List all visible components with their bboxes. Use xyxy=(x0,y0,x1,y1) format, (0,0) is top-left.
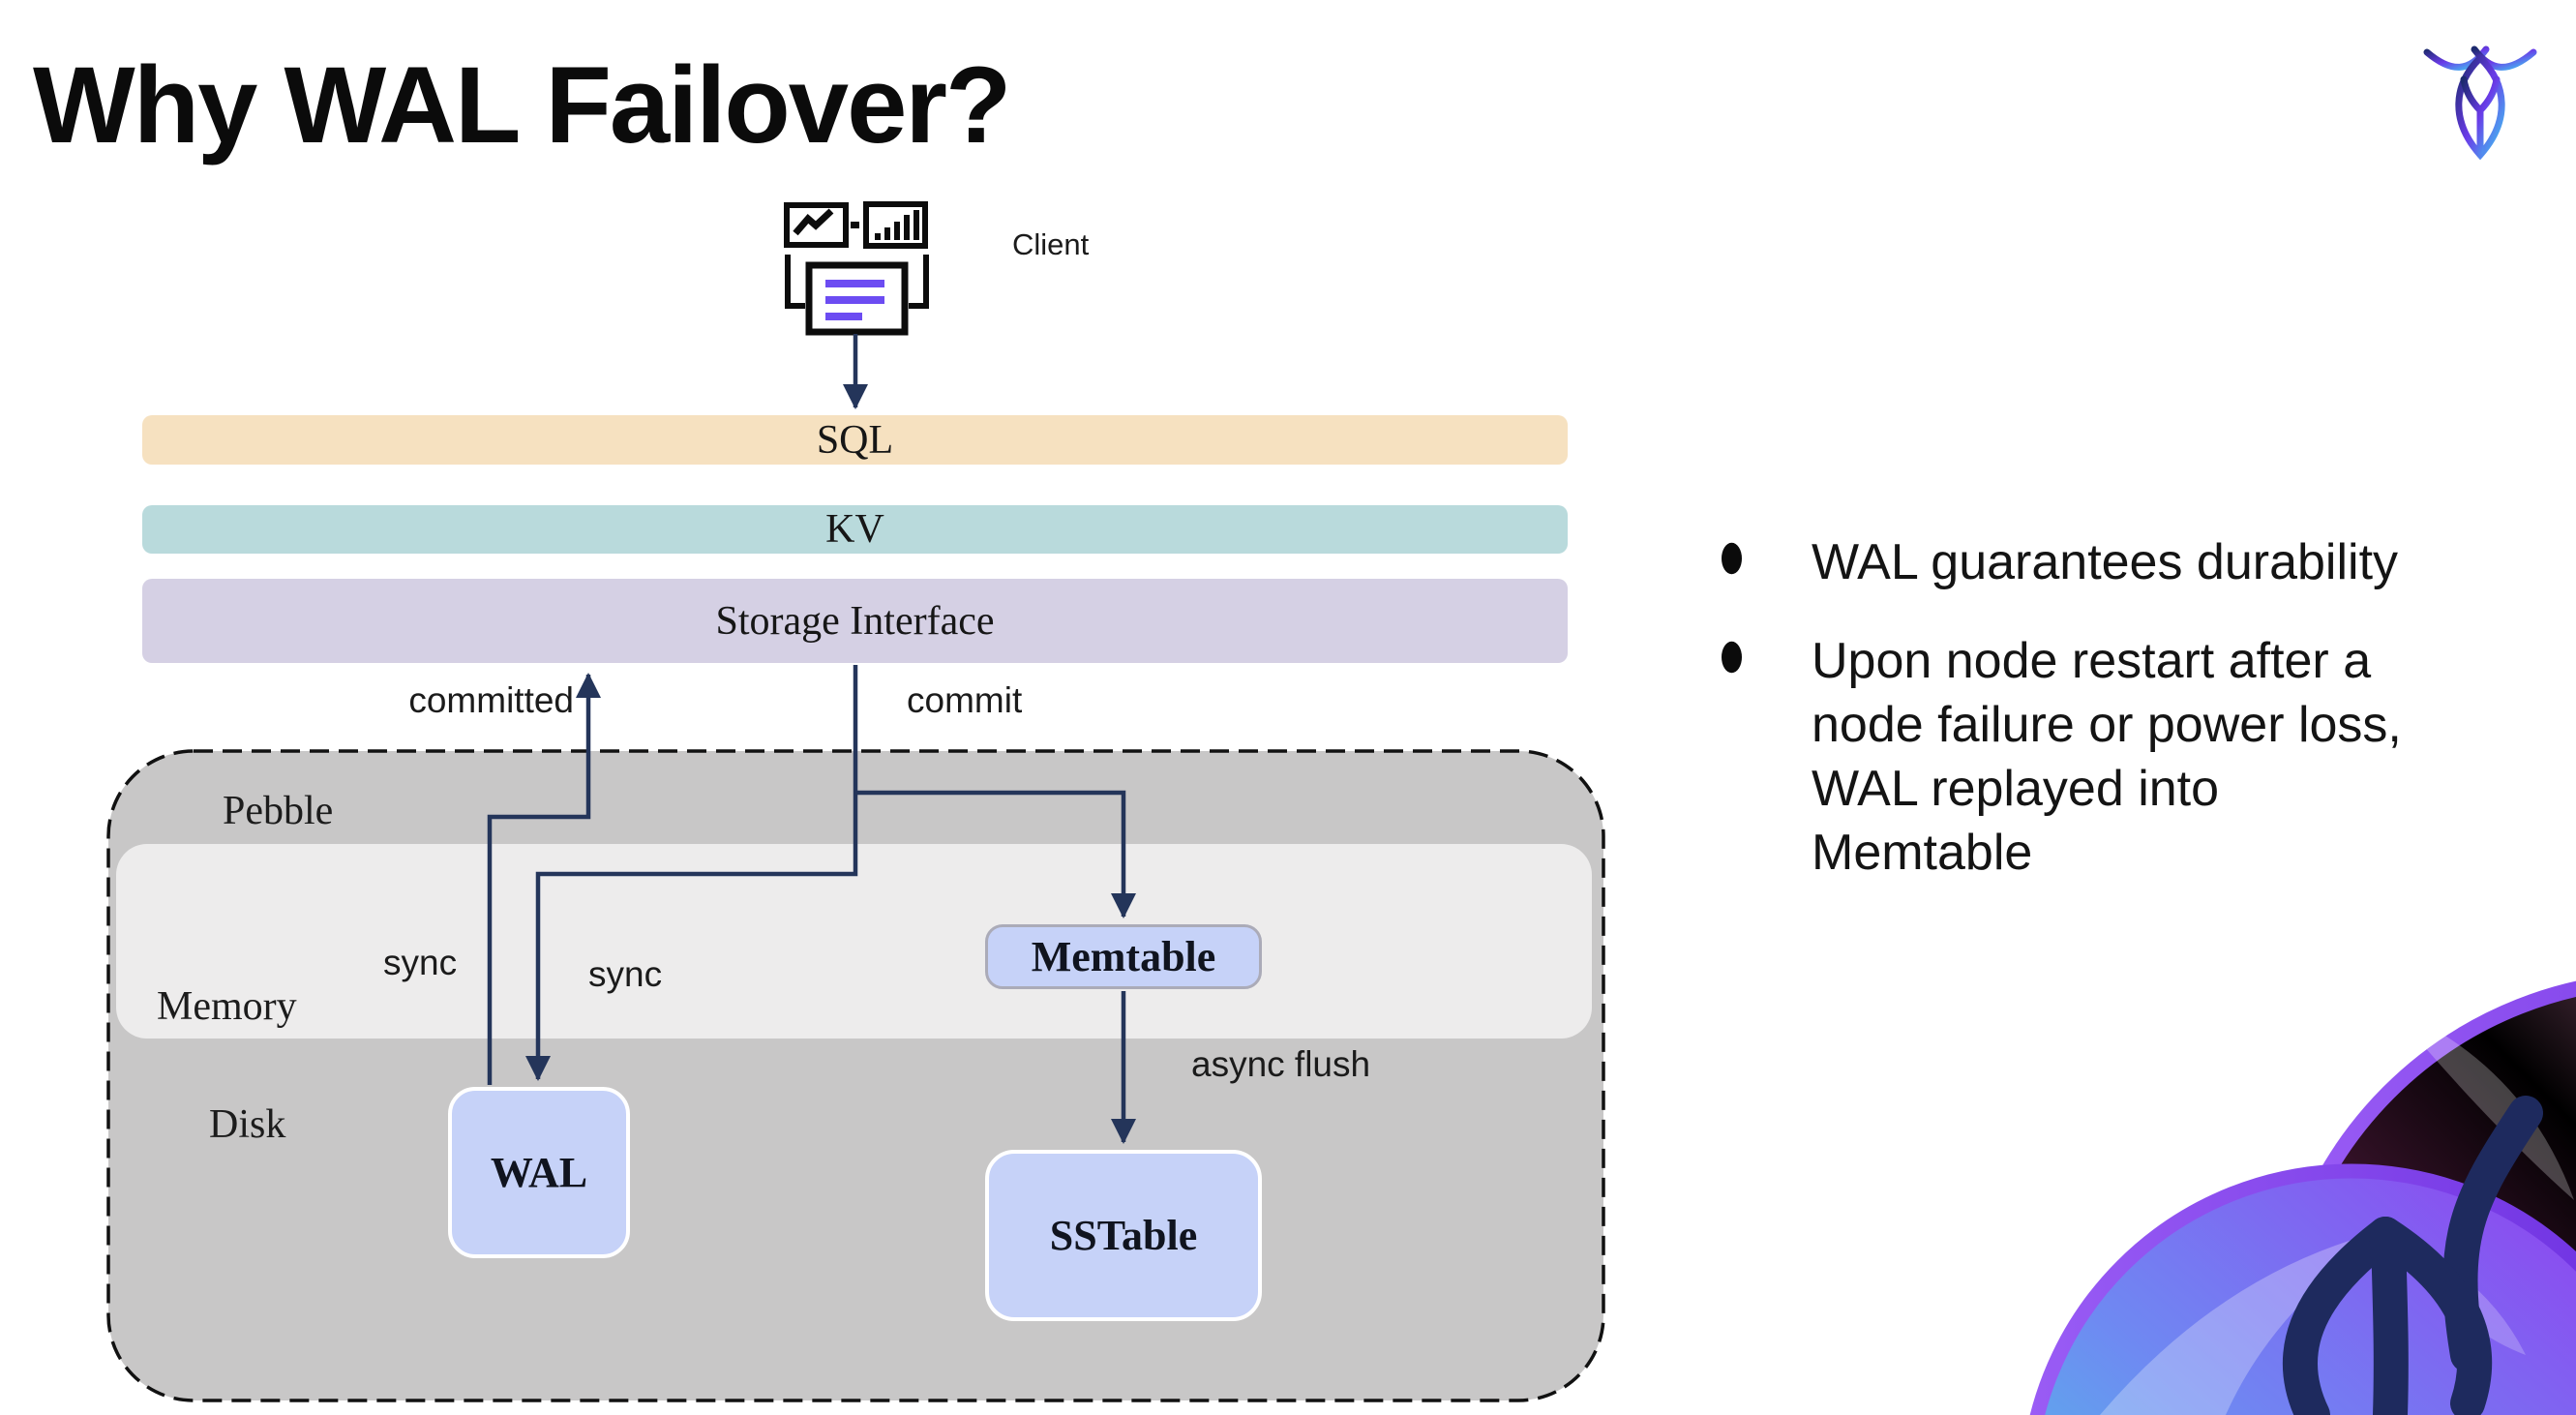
sync-commit-edge-label: sync xyxy=(588,954,663,994)
bullet-text: WAL guarantees durability xyxy=(1812,534,2399,590)
roach-outline xyxy=(2282,1096,2543,1415)
bullet-text: Upon node restart after a node failure o… xyxy=(1812,633,2402,881)
client-icon xyxy=(784,201,929,336)
client-label: Client xyxy=(1012,227,1090,261)
sstable-node: SSTable xyxy=(985,1150,1262,1321)
brand-art xyxy=(2029,980,2576,1415)
committed-edge-label: committed xyxy=(408,680,574,720)
list-item: WAL guarantees durability xyxy=(1703,530,2439,594)
bracket-right-icon xyxy=(909,255,929,309)
memtable-label: Memtable xyxy=(1031,933,1216,980)
wal-label: WAL xyxy=(490,1149,588,1196)
async-flush-edge-label: async flush xyxy=(1191,1044,1371,1084)
sql-layer-bar: SQL xyxy=(142,415,1568,465)
bullet-list: WAL guarantees durability Upon node rest… xyxy=(1703,530,2439,919)
document-icon xyxy=(805,261,909,336)
storage-interface-bar: Storage Interface xyxy=(142,579,1568,663)
page-title: Why WAL Failover? xyxy=(33,45,1011,166)
bullet-dot-icon xyxy=(1722,542,1742,575)
sync-wal-edge-label: sync xyxy=(383,943,458,982)
dash-icon xyxy=(851,222,859,228)
commit-edge-label: commit xyxy=(907,680,1023,720)
memory-band xyxy=(116,844,1592,1039)
pebble-region-label: Pebble xyxy=(223,789,334,833)
bar-chart-icon xyxy=(863,201,928,249)
logo-y-vein xyxy=(2460,75,2501,155)
bracket-left-icon xyxy=(785,255,805,309)
bullet-dot-icon xyxy=(1722,641,1742,674)
kv-layer-label: KV xyxy=(825,507,884,552)
storage-interface-label: Storage Interface xyxy=(715,598,995,644)
kv-layer-bar: KV xyxy=(142,505,1568,554)
line-chart-icon xyxy=(784,202,849,248)
disk-region-label: Disk xyxy=(209,1102,286,1147)
memory-region-label: Memory xyxy=(157,984,297,1029)
cockroachdb-logo-icon xyxy=(2423,45,2537,161)
sql-layer-label: SQL xyxy=(816,417,894,463)
memtable-node: Memtable xyxy=(985,924,1262,989)
sstable-label: SSTable xyxy=(1049,1212,1198,1259)
wal-node: WAL xyxy=(448,1087,630,1258)
list-item: Upon node restart after a node failure o… xyxy=(1703,629,2439,885)
